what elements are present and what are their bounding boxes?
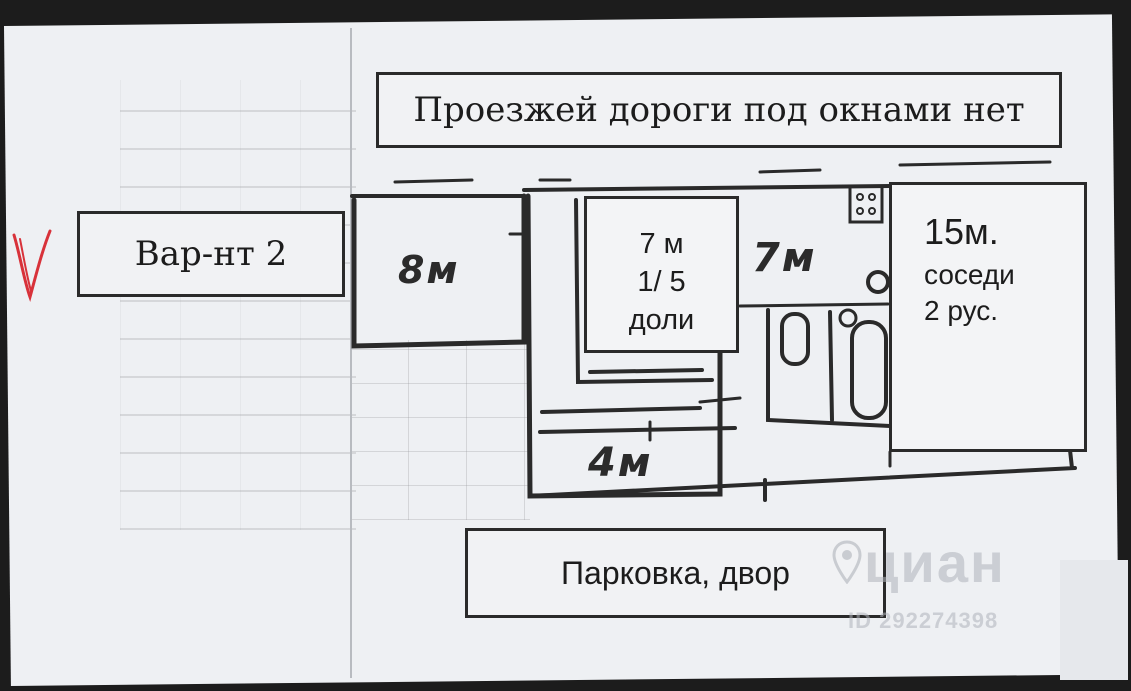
wall-bathroom	[766, 308, 892, 428]
basin-icon	[866, 270, 890, 294]
sink-icon	[838, 308, 858, 328]
watermark-logo: циан	[864, 531, 1006, 594]
wall-kitchen	[738, 302, 890, 308]
road-note-text: Проезжей дороги под окнами нет	[413, 90, 1025, 130]
wall-room-left	[351, 193, 527, 349]
parking-box: Парковка, двор	[465, 528, 886, 618]
grid-lines-left	[120, 80, 356, 530]
grid-lines-center	[350, 340, 530, 520]
share-room-fraction: 1/ 5	[637, 266, 686, 298]
stove-icon	[848, 184, 884, 224]
watermark-id: ID 292274398	[848, 608, 999, 633]
neighbors-room-box: 15м. соседи 2 рус.	[889, 182, 1087, 452]
wall-corridor-inner	[538, 406, 737, 434]
parking-text: Парковка, двор	[561, 554, 790, 591]
window-marks	[393, 160, 1052, 184]
share-room-box: 7 м 1/ 5 доли	[584, 196, 739, 353]
toilet-icon	[780, 312, 810, 366]
road-note-box: Проезжей дороги под окнами нет	[376, 72, 1062, 148]
door-marks	[508, 232, 892, 468]
bathtub-icon	[850, 320, 888, 420]
handwritten-room-left-area: 8м	[398, 248, 460, 292]
neighbors-room-area: 15м.	[924, 211, 999, 252]
wall-bottom	[528, 448, 1077, 502]
paper-corner	[1060, 560, 1128, 680]
handwritten-kitchen-area: 7м	[752, 235, 817, 281]
neighbors-room-count: 2 рус.	[924, 295, 999, 326]
share-room-area: 7 м	[639, 228, 684, 260]
wall-small-room	[574, 198, 714, 385]
variant-box: Вар-нт 2	[77, 211, 345, 297]
handwritten-corridor-area: 4м	[588, 440, 653, 486]
location-pin-icon	[832, 540, 862, 584]
neighbors-room-label: соседи	[924, 259, 1015, 290]
red-check-mark-icon	[12, 229, 52, 303]
wall-corridor	[525, 193, 723, 499]
wall-top	[350, 184, 892, 198]
share-room-shares: доли	[628, 304, 695, 336]
paper-fold-line	[350, 28, 352, 678]
variant-text: Вар-нт 2	[134, 234, 288, 274]
